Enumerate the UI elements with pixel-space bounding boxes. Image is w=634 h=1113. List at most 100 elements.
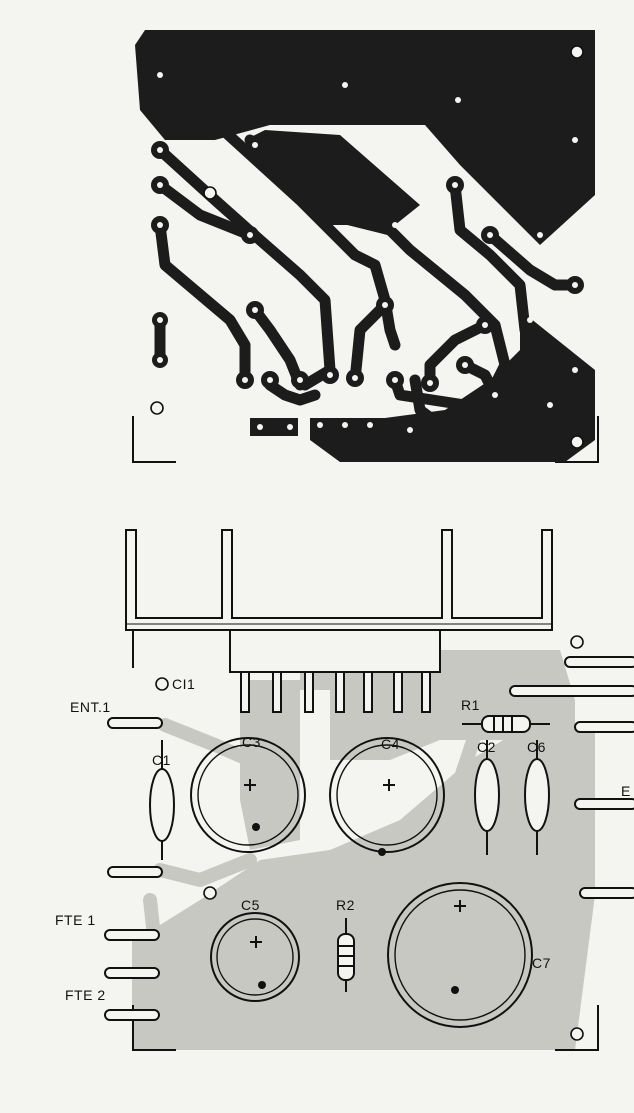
drill-hole [317,422,323,428]
drill-hole [572,137,578,143]
drill-hole [247,232,253,238]
terminal-fte1-pin [104,929,160,941]
capacitor-c7-label: C7 [532,955,551,971]
terminal-pin [104,967,160,979]
capacitor-c2 [474,740,500,855]
mounting-hole [203,886,217,900]
trace [264,379,321,406]
corner-mark-bottom-right [555,416,599,463]
drill-hole [367,422,373,428]
mounting-hole [570,635,584,649]
capacitor-c4 [329,737,445,856]
drill-hole [157,317,163,323]
capacitor-c4-label: C4 [381,736,400,752]
capacitor-c6-label: C6 [527,739,546,755]
drill-hole [427,380,433,386]
terminal-fte1-label: FTE 1 [55,912,96,928]
capacitor-c3 [190,737,306,853]
terminal-pin [107,866,163,878]
drill-hole [455,97,461,103]
resistor-r2-label: R2 [336,897,355,913]
capacitor-c5 [210,912,300,1002]
trace [154,219,251,386]
pcb-component-layout: CI1 C1 [55,529,634,1051]
trace [484,229,581,291]
drill-hole [462,362,468,368]
drill-hole [157,182,163,188]
copper-pad-bar [250,418,298,436]
drill-hole [492,392,498,398]
terminal-ent1-label: ENT.1 [70,699,111,715]
trace [249,304,306,391]
trace [154,179,256,241]
drill-hole [327,372,333,378]
drill-hole [487,232,493,238]
drill-hole [252,307,258,313]
terminal-pin [564,656,634,668]
ic-cI1-pins [240,671,431,713]
capacitor-c1 [149,740,175,860]
trace [244,134,511,411]
drill-hole [392,377,398,383]
drill-hole [157,222,163,228]
drill-hole [242,377,248,383]
capacitor-c2-label: C2 [477,739,496,755]
drill-hole [407,427,413,433]
capacitor-c5-label: C5 [241,897,260,913]
drill-hole [572,367,578,373]
mounting-hole [570,45,584,59]
ic-cI1-body [229,629,441,673]
capacitor-c1-label: C1 [152,752,171,768]
capacitor-c7 [387,882,533,1028]
ic-marker-circle [155,677,169,691]
drill-hole [267,377,273,383]
ic-label: CI1 [172,676,195,692]
drill-hole [537,232,543,238]
terminal-pins [104,656,634,1021]
drill-hole [482,322,488,328]
drill-hole [157,72,163,78]
drill-hole [547,402,553,408]
trace [349,299,391,386]
drill-hole [342,82,348,88]
copper-area-top [135,30,595,245]
drill-hole [572,282,578,288]
mounting-hole [150,401,164,415]
trace [154,69,401,351]
drill-hole [257,424,263,430]
terminal-pin [579,887,634,899]
drill-hole [252,142,258,148]
drill-hole [157,147,163,153]
resistor-r1-label: R1 [461,697,480,713]
mounting-hole [203,186,217,200]
trace [409,179,556,431]
drill-hole [452,182,458,188]
capacitor-c3-label: C3 [242,734,261,750]
drill-hole [352,375,358,381]
terminal-ent1-pin [107,717,163,729]
terminal-pin [574,721,634,733]
capacitor-c6 [524,740,550,855]
resistor-r1 [462,715,550,733]
pcb-copper-layout [132,30,599,463]
drill-hole [382,302,388,308]
mounting-hole [570,1027,584,1041]
heatsink [125,529,553,631]
terminal-fte2-label: FTE 2 [65,987,106,1003]
terminal-pin [574,798,634,810]
drill-hole [157,357,163,363]
resistor-r2 [337,918,355,992]
copper-area-center [245,130,420,225]
corner-mark-bottom-left [132,416,176,463]
drill-hole [297,377,303,383]
corner-mark-bottom-right [555,1005,599,1051]
mounting-hole [570,435,584,449]
drill-hole [527,317,533,323]
terminal-pin [509,685,634,697]
terminal-e-label: E [621,783,631,799]
drill-hole [342,422,348,428]
drill-hole [392,222,398,228]
terminal-fte2-pin [104,1009,160,1021]
drill-hole [287,424,293,430]
